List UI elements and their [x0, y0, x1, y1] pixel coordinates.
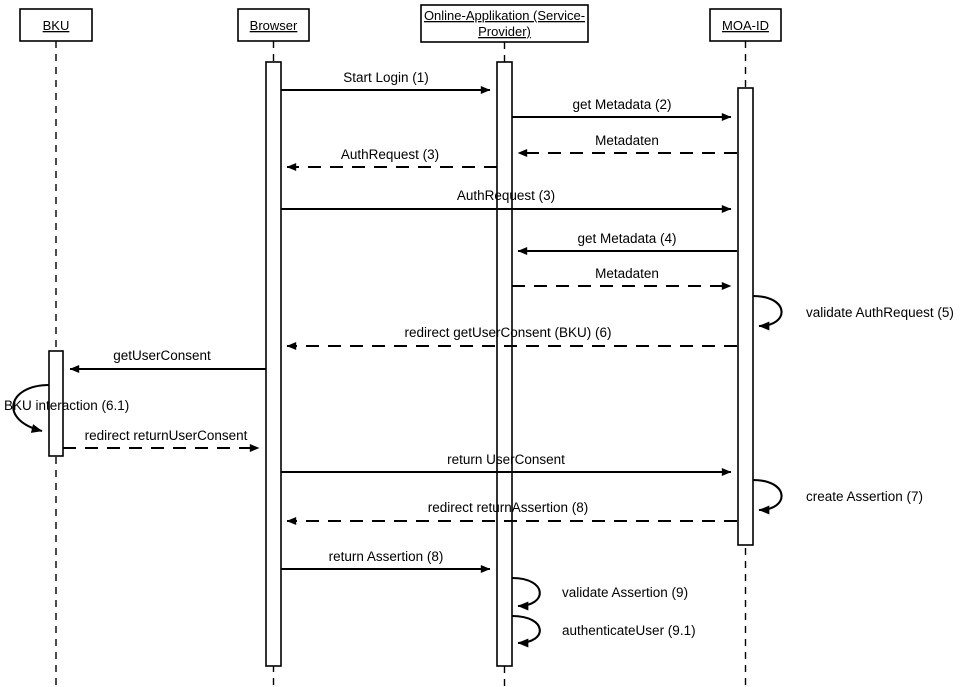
message-redirect-returnassertion[interactable]: redirect returnAssertion (8)	[286, 500, 737, 525]
message-authrequest-3-to-moaid[interactable]: AuthRequest (3)	[281, 188, 732, 213]
activation-bar-browser	[265, 61, 282, 667]
message-metadaten-2[interactable]: Metadaten	[512, 266, 732, 290]
lifeline-label-moa-id: MOA-ID	[722, 18, 769, 33]
lifeline-head-moa-id[interactable]: MOA-ID	[709, 8, 782, 42]
message-arrow-bku-interaction-self	[12, 383, 50, 433]
lifeline-label-browser: Browser	[250, 18, 298, 33]
message-label-authrequest-3-to-moaid: AuthRequest (3)	[457, 188, 555, 203]
message-label-return-assertion: return Assertion (8)	[329, 549, 444, 564]
message-label-validate-authrequest-self: validate AuthRequest (5)	[806, 305, 954, 320]
lifeline-head-online-applikation[interactable]: Online-Applikation (Service- Provider)	[420, 4, 589, 43]
lifeline-box-moa-id	[709, 8, 782, 42]
message-arrow-authenticateuser-self	[511, 614, 541, 648]
message-create-assertion-self[interactable]: create Assertion (7)	[752, 478, 923, 515]
message-label-validate-assertion-self: validate Assertion (9)	[562, 585, 688, 600]
message-metadaten-1[interactable]: Metadaten	[517, 133, 737, 157]
message-bku-interaction-self[interactable]: BKU interaction (6.1)	[4, 383, 129, 433]
activation-bar-moa-id	[737, 87, 754, 546]
message-authrequest-3-to-browser[interactable]: AuthRequest (3)	[286, 147, 497, 171]
message-label-get-metadata-2: get Metadata (2)	[572, 97, 671, 112]
message-label-return-userconsent: return UserConsent	[447, 452, 565, 467]
message-validate-assertion-self[interactable]: validate Assertion (9)	[511, 576, 688, 611]
message-arrow-create-assertion-self	[752, 478, 783, 515]
message-label-bku-interaction-self: BKU interaction (6.1)	[4, 398, 129, 413]
message-validate-authrequest-self[interactable]: validate AuthRequest (5)	[752, 294, 954, 331]
message-label-metadaten-2: Metadaten	[595, 266, 659, 281]
message-redirect-getuserconsent[interactable]: redirect getUserConsent (BKU) (6)	[286, 325, 737, 350]
lifeline-head-bku[interactable]: BKU	[19, 8, 93, 42]
lifeline-label-bku: BKU	[43, 18, 70, 33]
message-start-login[interactable]: Start Login (1)	[281, 70, 491, 94]
message-label-redirect-getuserconsent: redirect getUserConsent (BKU) (6)	[404, 325, 611, 340]
activation-bar-bku	[48, 350, 64, 457]
lifeline-label-online-applikation-line2: Provider)	[478, 24, 531, 39]
message-authenticateuser-self[interactable]: authenticateUser (9.1)	[511, 614, 696, 648]
message-label-start-login: Start Login (1)	[343, 70, 429, 85]
message-label-getuserconsent: getUserConsent	[113, 348, 211, 363]
message-redirect-returnuserconsent[interactable]: redirect returnUserConsent	[63, 428, 260, 452]
message-label-metadaten-1: Metadaten	[595, 133, 659, 148]
message-getuserconsent[interactable]: getUserConsent	[69, 348, 266, 373]
lifeline-box-bku	[19, 8, 93, 42]
lifeline-label-online-applikation-line1: Online-Applikation (Service-	[424, 8, 585, 23]
message-label-redirect-returnassertion: redirect returnAssertion (8)	[428, 500, 589, 515]
message-label-get-metadata-4: get Metadata (4)	[577, 231, 676, 246]
message-label-redirect-returnuserconsent: redirect returnUserConsent	[85, 428, 248, 443]
message-return-assertion[interactable]: return Assertion (8)	[281, 549, 491, 573]
message-label-create-assertion-self: create Assertion (7)	[806, 489, 923, 504]
message-arrow-validate-assertion-self	[511, 576, 541, 611]
message-get-metadata-2[interactable]: get Metadata (2)	[512, 97, 732, 121]
message-return-userconsent[interactable]: return UserConsent	[281, 452, 732, 476]
activation-bar-online-applikation	[496, 61, 513, 667]
message-label-authrequest-3-to-browser: AuthRequest (3)	[341, 147, 439, 162]
message-get-metadata-4[interactable]: get Metadata (4)	[517, 231, 737, 255]
message-label-authenticateuser-self: authenticateUser (9.1)	[562, 623, 696, 638]
lifeline-head-browser[interactable]: Browser	[237, 8, 310, 42]
message-arrow-validate-authrequest-self	[752, 294, 783, 331]
